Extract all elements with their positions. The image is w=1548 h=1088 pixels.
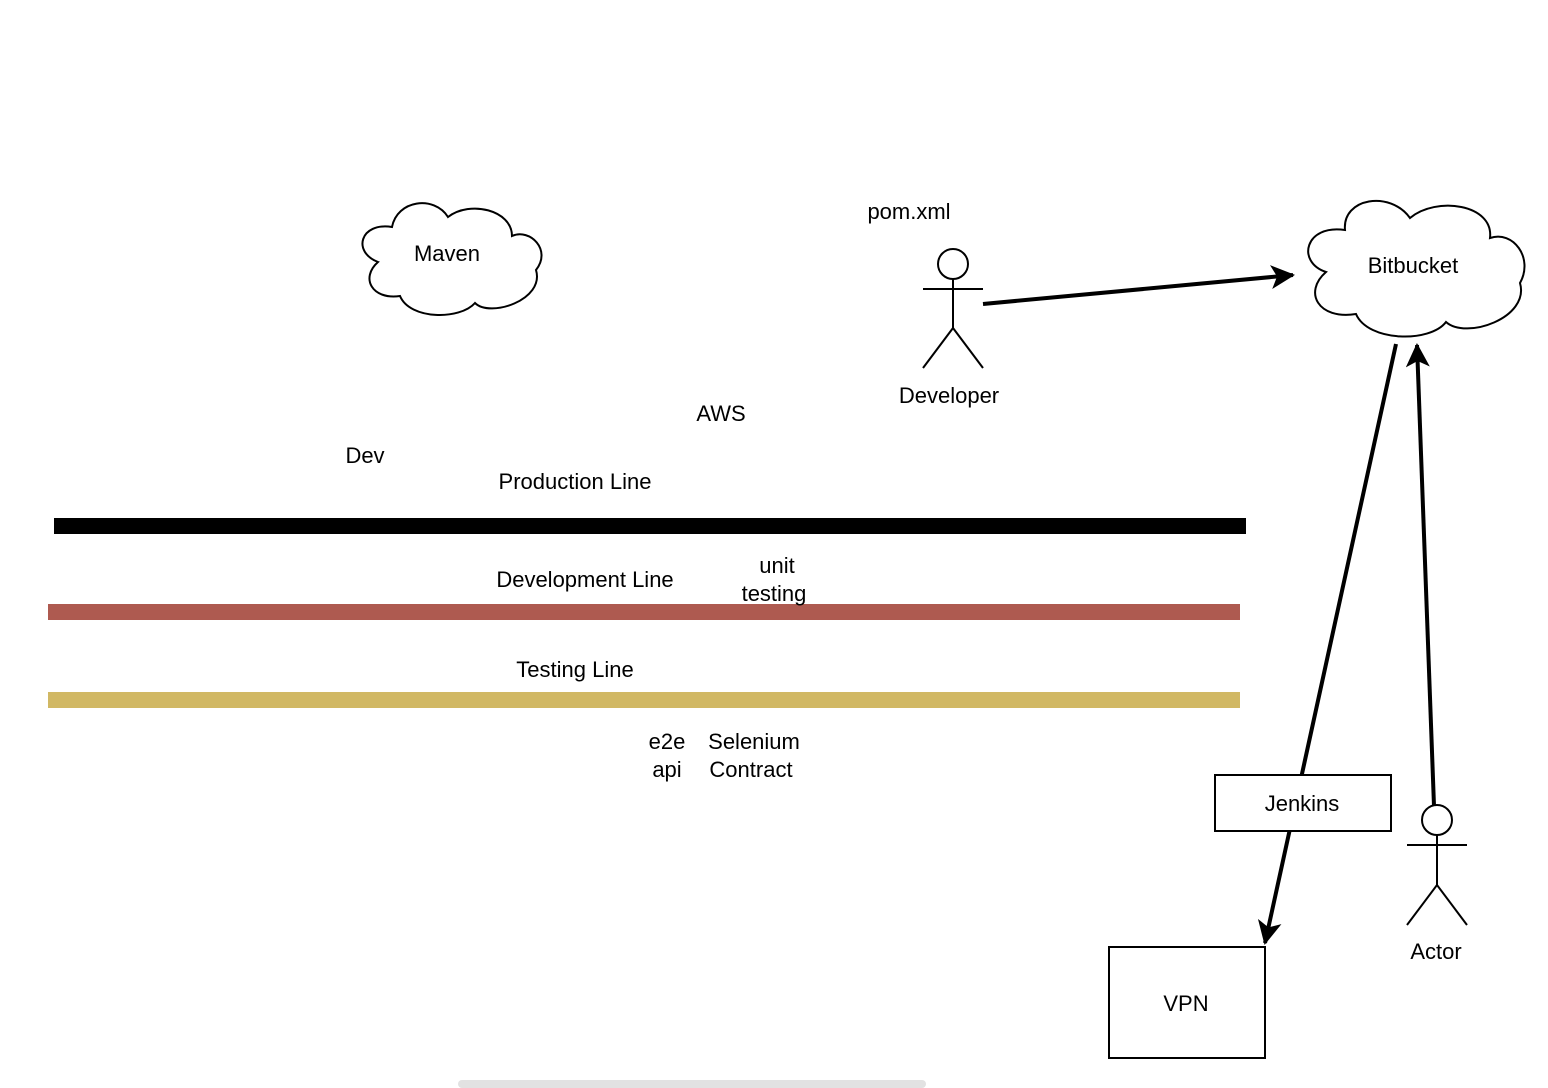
actor-stick-figure-icon[interactable] [1406, 804, 1468, 926]
dev-label: Dev [345, 443, 385, 468]
jenkins-label: Jenkins [1264, 791, 1340, 816]
vpn-box[interactable] [1108, 946, 1266, 1059]
production-line-label: Production Line [498, 469, 652, 494]
bitbucket-label: Bitbucket [1367, 253, 1459, 278]
aws-label: AWS [696, 401, 746, 426]
e2e-label: e2e [648, 729, 686, 754]
development-line-label: Development Line [496, 567, 674, 592]
production-line-bar[interactable] [54, 518, 1246, 534]
maven-label: Maven [413, 241, 481, 266]
testing-line-bar[interactable] [48, 692, 1240, 708]
developer-label: Developer [898, 383, 1000, 408]
selenium-label: Selenium [708, 729, 800, 754]
actor-to-bitbucket-arrow[interactable] [1405, 343, 1436, 807]
development-line-bar[interactable] [48, 604, 1240, 620]
vpn-label: VPN [1163, 991, 1209, 1016]
developer-to-bitbucket-arrow[interactable] [982, 265, 1295, 306]
testing-label: testing [741, 581, 807, 606]
bitbucket-cloud-icon[interactable] [1307, 200, 1526, 338]
actor-label: Actor [1410, 939, 1462, 964]
api-label: api [652, 757, 682, 782]
pom-xml-label: pom.xml [867, 199, 951, 224]
maven-cloud-icon[interactable] [361, 202, 543, 316]
horizontal-scrollbar[interactable] [458, 1080, 926, 1088]
testing-line-label: Testing Line [516, 657, 634, 682]
bitbucket-to-vpn-arrow[interactable] [1257, 343, 1398, 945]
developer-stick-figure-icon[interactable] [922, 248, 984, 369]
jenkins-box[interactable] [1214, 774, 1392, 832]
unit-label: unit [759, 553, 795, 578]
contract-label: Contract [709, 757, 793, 782]
